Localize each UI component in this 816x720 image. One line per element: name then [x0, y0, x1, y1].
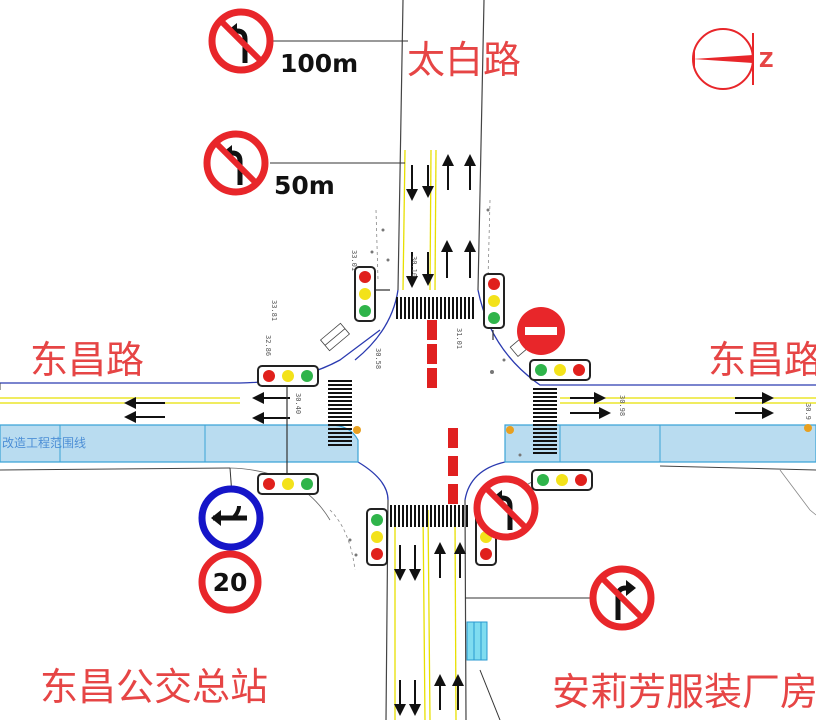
- traffic-signal: [529, 359, 591, 381]
- bus-station-label: 东昌公交总站: [40, 665, 268, 709]
- compass-icon: [692, 28, 754, 90]
- crosswalks: [395, 296, 475, 318]
- elevation-label: 30.9: [804, 403, 812, 420]
- crosswalk-north: [396, 297, 474, 319]
- no-left-distance-near: 50m: [274, 171, 335, 200]
- factory-label: 安莉芳服装厂房: [552, 670, 816, 714]
- crosswalk-north: [395, 296, 475, 318]
- traffic-signals: [257, 266, 593, 566]
- road-label-north: 太白路: [407, 38, 521, 82]
- traffic-signal: [483, 273, 505, 329]
- no-left-turn-sign: [208, 8, 274, 74]
- elevation-label: 30.40: [294, 393, 302, 414]
- survey-points: [348, 208, 522, 557]
- bus-shelter: [466, 621, 488, 661]
- no-entry-sign: [517, 307, 565, 355]
- keep-right-sign: [198, 485, 264, 551]
- elevation-label: 30.10: [410, 256, 418, 277]
- road-label-west: 东昌路: [30, 338, 144, 382]
- crosswalk-west: [328, 380, 352, 446]
- elevation-label: 30.58: [374, 348, 382, 369]
- traffic-signal: [531, 469, 593, 491]
- leader-lines: [229, 40, 600, 720]
- traffic-signal: [257, 473, 319, 495]
- crosswalk-east: [533, 388, 557, 454]
- speed-limit-sign: 20: [198, 550, 262, 614]
- elevation-label: 33.01: [350, 250, 358, 271]
- elevation-label: 32.86: [264, 335, 272, 356]
- speed-limit-value: 20: [213, 568, 248, 597]
- lane-arrows: [124, 154, 774, 716]
- construction-boundary-label: 改造工程范围线: [2, 435, 86, 450]
- elevation-label: 33.81: [270, 300, 278, 321]
- red-guide-bars: [427, 320, 458, 504]
- elevation-label: 30.98: [618, 395, 626, 416]
- elevation-labels: 33.01 33.81 32.86 30.40 30.58 31.01 30.1…: [264, 250, 812, 420]
- traffic-signal: [354, 266, 376, 322]
- road-label-east: 东昌路: [708, 338, 816, 382]
- crosswalk-south: [390, 505, 468, 527]
- no-left-distance-far: 100m: [280, 49, 358, 78]
- no-left-turn-sign: [473, 475, 539, 541]
- no-left-turn-sign: [203, 130, 269, 196]
- elevation-label: 31.01: [455, 328, 463, 349]
- traffic-boxes: [319, 322, 533, 357]
- traffic-signal: [257, 365, 319, 387]
- construction-band: 改造工程范围线: [0, 424, 816, 463]
- no-right-turn-sign: [589, 565, 655, 631]
- traffic-signal: [366, 508, 388, 566]
- compass-letter: Z: [759, 48, 774, 72]
